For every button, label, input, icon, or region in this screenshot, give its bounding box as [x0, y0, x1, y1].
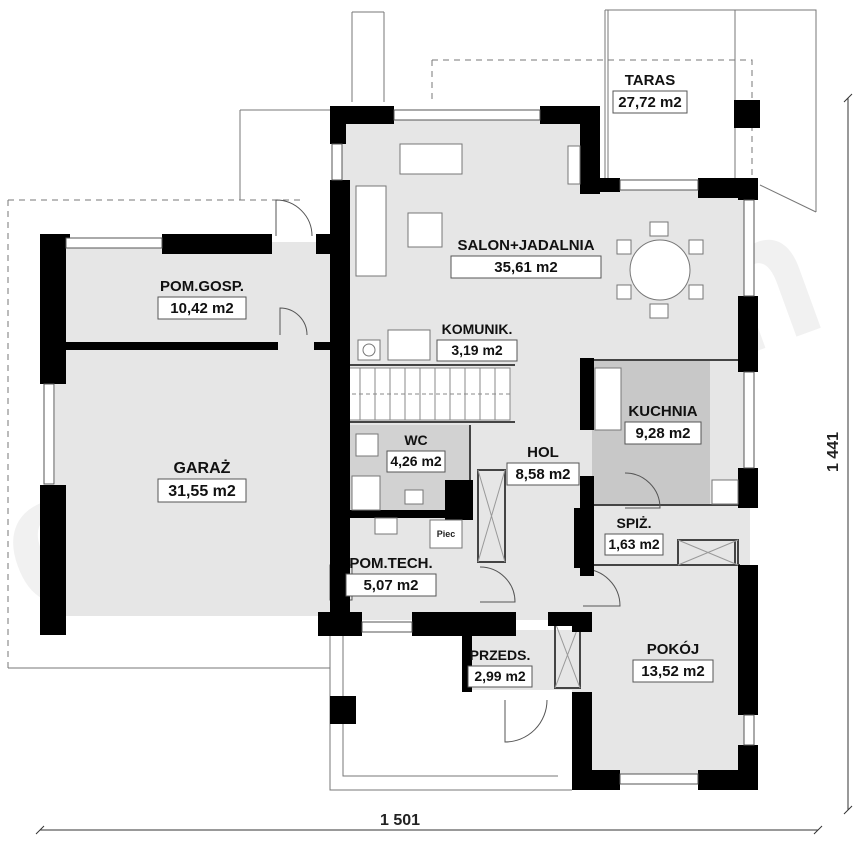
room-kuchnia-area-box [624, 421, 702, 445]
room-komunik-name: KOMUNIK. [442, 321, 513, 337]
room-salon: SALON+JADALNIA 35,61 m2 [450, 237, 602, 279]
room-komunik-area-box [436, 339, 518, 362]
room-pomtech-area: 5,07 m2 [363, 577, 418, 594]
room-salon-name: SALON+JADALNIA [457, 237, 594, 254]
fixture-piec: Piec [437, 529, 456, 539]
furniture [351, 143, 739, 549]
room-garaz-area: 31,55 m2 [168, 483, 236, 500]
room-pomtech-name: POM.TECH. [349, 555, 432, 572]
room-garaz-area-box [157, 478, 247, 503]
room-salon-area-box [450, 255, 602, 279]
room-wc-area: 4,26 m2 [390, 453, 442, 469]
room-kuchnia-area: 9,28 m2 [635, 425, 690, 442]
room-garaz-name: GARAŻ [174, 459, 231, 477]
room-pokoj-area: 13,52 m2 [641, 663, 704, 680]
room-wc-area-box [386, 450, 446, 473]
room-pomgosp: POM.GOSP. 10,42 m2 [157, 278, 247, 320]
room-spiz-area-box [604, 533, 664, 556]
room-kuchnia: KUCHNIA 9,28 m2 [624, 403, 702, 445]
room-spiz-name: SPIŻ. [616, 515, 651, 531]
room-wc: WC 4,26 m2 [386, 432, 446, 473]
room-taras-name: TARAS [625, 72, 676, 89]
room-salon-area: 35,61 m2 [494, 259, 557, 276]
room-pomtech: POM.TECH. 5,07 m2 [345, 555, 437, 597]
room-pokoj: POKÓJ 13,52 m2 [632, 640, 714, 683]
room-przeds-area: 2,99 m2 [474, 668, 526, 684]
room-hol-name: HOL [527, 444, 559, 461]
room-taras-area-box [612, 90, 688, 114]
stairs [344, 367, 511, 421]
room-hol-area-box [506, 462, 580, 486]
outdoor-lines [7, 9, 817, 791]
dimension-depth: 1 441 [825, 432, 842, 472]
room-pomtech-area-box [345, 573, 437, 597]
dimension-lines [35, 93, 853, 835]
room-hol: HOL 8,58 m2 [506, 444, 580, 486]
room-pokoj-area-box [632, 659, 714, 683]
room-pokoj-name: POKÓJ [647, 640, 700, 658]
room-przeds-area-box [467, 665, 533, 688]
room-pomgosp-name: POM.GOSP. [160, 278, 244, 295]
room-hol-area: 8,58 m2 [515, 466, 570, 483]
room-garaz: GARAŻ 31,55 m2 [157, 459, 247, 503]
room-labels: TARAS 27,72 m2 SALON+JADALNIA 35,61 m2 POM.G… [157, 72, 714, 688]
room-pomgosp-area: 10,42 m2 [170, 300, 233, 317]
room-wc-name: WC [404, 432, 427, 448]
room-spiz: SPIŻ. 1,63 m2 [604, 515, 664, 556]
room-taras: TARAS 27,72 m2 [612, 72, 688, 114]
walls [40, 100, 760, 790]
room-przeds: PRZEDS. 2,99 m2 [467, 647, 533, 688]
windows [43, 109, 755, 785]
room-kuchnia-name: KUCHNIA [628, 403, 697, 420]
room-przeds-name: PRZEDS. [470, 647, 531, 663]
room-taras-area: 27,72 m2 [618, 94, 681, 111]
room-komunik: KOMUNIK. 3,19 m2 [436, 321, 518, 362]
room-komunik-area: 3,19 m2 [451, 342, 503, 358]
dimension-width: 1 501 [380, 812, 420, 829]
room-pomgosp-area-box [157, 296, 247, 320]
room-spiz-area: 1,63 m2 [608, 536, 660, 552]
